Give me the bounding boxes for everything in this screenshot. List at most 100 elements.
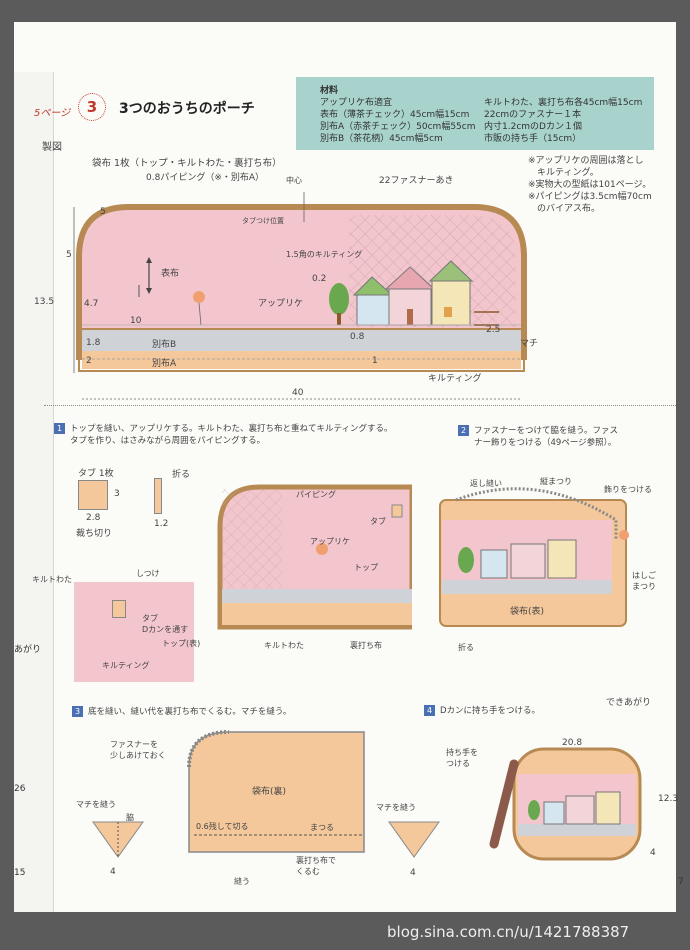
dim-5-side: 5: [66, 250, 72, 260]
step-3-bag-illustration: [187, 730, 365, 853]
waki-label: 脇: [126, 813, 134, 822]
kurumu-label: 裏打ち布で くるむ: [296, 856, 336, 876]
step-3-text: 底を縫い、縫い代を裏打ち布でくるむ。マチを縫う。: [88, 707, 292, 717]
step-2-text: ファスナーをつけて脇を縫う。ファス: [474, 426, 618, 436]
matsuru-label: まつる: [310, 823, 334, 832]
materials-heading: 材料: [320, 86, 339, 96]
tate-matsuri-label: 縦まつり: [540, 477, 572, 486]
nuu-label: 縫う: [234, 877, 250, 886]
material-item: 市販の持ち手（15cm）: [484, 134, 582, 144]
fukuro-omote-label: 袋布(表): [510, 607, 545, 617]
applique-label-step1: アップリケ: [310, 537, 350, 546]
step-2-badge: 2: [458, 425, 469, 436]
piping-label-step1: パイピング: [296, 490, 336, 499]
step-3-badge: 3: [72, 706, 83, 717]
fold-label-step2: 折る: [458, 643, 474, 652]
dim-13-5: 13.5: [34, 297, 55, 307]
cut-label: 0.6残して切る: [196, 822, 249, 831]
quilting-label-step1: キルティング: [102, 661, 150, 670]
materials-box: 材料 アップリケ布適宜 表布（薄茶チェック）45cm幅15cm 別布A（赤茶チェ…: [296, 77, 654, 150]
dim-4-7: 4.7: [84, 299, 99, 309]
footer-url: blog.sina.com.cn/u/1421788387: [387, 923, 630, 941]
step-1-bag-illustration: [217, 484, 412, 630]
tab-label-small: タブ: [142, 614, 158, 623]
dim-12-3: 12.3: [658, 794, 679, 804]
material-item: 内寸1.2cmのDカン１個: [484, 122, 582, 132]
tab-on-top: [112, 600, 126, 618]
dim-2: 2: [86, 356, 92, 366]
left-page-agari: あがり: [14, 645, 42, 655]
handle-label: 持ち手を つける: [446, 748, 478, 768]
quilting-grid-label: 1.5角のキルティング: [286, 250, 363, 259]
uratsuke-label: 裏打ち布: [350, 641, 382, 650]
material-item: 別布A（赤茶チェック）50cm幅55cm: [320, 122, 476, 132]
dim-0-2: 0.2: [312, 274, 327, 284]
omote-label: 表布: [161, 269, 180, 279]
top-omote-label: トップ(表): [162, 639, 201, 648]
fukuro-ura-label: 袋布(裏): [252, 787, 287, 797]
left-page-15: 15: [14, 868, 26, 878]
dim-2-5: 2.5: [486, 325, 501, 335]
dim-2-8: 2.8: [86, 513, 101, 523]
piping-label: 0.8パイピング（※・別布A）: [146, 173, 265, 183]
step-1-text: タブを作り、はさみながら周囲をパイピングする。: [70, 436, 266, 446]
dim-3: 3: [114, 489, 120, 499]
tab-attach-illustration: [74, 582, 194, 682]
page-number: 7: [678, 877, 684, 887]
page-title: 3つのおうちのポーチ: [119, 101, 255, 117]
book-page: 5ページ 3 3つのおうちのポーチ 材料 アップリケ布適宜 表布（薄茶チェック）…: [14, 22, 684, 912]
project-number-badge: 3: [78, 93, 106, 121]
kaeshi-label: 返し縫い: [470, 479, 502, 488]
dim-40: 40: [292, 388, 304, 398]
cut-off-label: 裁ち切り: [76, 529, 113, 539]
step-4-text: Dカンに持ち手をつける。: [440, 706, 541, 716]
left-page-26: 26: [14, 784, 26, 794]
step-2-text: ナー飾りをつける（49ページ参照）。: [474, 438, 617, 448]
zipper-opening-label: 22ファスナーあき: [379, 176, 454, 186]
tab-label-step1: タブ: [370, 517, 386, 526]
note-line: のバイアス布。: [528, 204, 601, 214]
dim-4-right: 4: [410, 868, 416, 878]
betsu-b-label: 別布B: [152, 340, 177, 350]
left-page-edge: [14, 72, 54, 912]
material-item: 別布B（茶花柄）45cm幅5cm: [320, 134, 443, 144]
quilting-label: キルティング: [428, 374, 482, 384]
note-line: ※アップリケの周囲は落とし: [528, 156, 644, 166]
dim-20-8: 20.8: [562, 738, 583, 748]
dim-1: 1: [372, 356, 378, 366]
dim-4-step4: 4: [650, 848, 656, 858]
dim-10: 10: [130, 316, 142, 326]
tab-label: タブ 1枚: [78, 469, 114, 479]
tab-position-label: タブつけ位置: [242, 217, 284, 225]
shitsuke-label: しつけ: [136, 569, 160, 578]
dim-5-top: 5: [100, 207, 106, 217]
note-line: ※実物大の型紙は101ページ。: [528, 180, 652, 190]
step-1-badge: 1: [54, 423, 65, 434]
center-label: 中心: [286, 176, 302, 185]
machi-right-label: マチを縫う: [376, 803, 416, 812]
dim-0-8: 0.8: [350, 332, 365, 342]
betsu-a-label: 別布A: [152, 359, 177, 369]
finished-pouch-illustration: [489, 747, 642, 861]
tab-folded: [154, 478, 162, 514]
step-4-badge: 4: [424, 705, 435, 716]
tab-piece: [78, 480, 108, 510]
material-item: 表布（薄茶チェック）45cm幅15cm: [320, 110, 470, 120]
note-line: キルティング。: [528, 168, 599, 178]
diagram-caption: 袋布 1枚（トップ・キルトわた・裏打ち布）: [92, 158, 282, 169]
hashigo-label: はしご まつり: [632, 571, 656, 591]
machi-left-illustration: [92, 821, 144, 858]
top-label: トップ: [354, 563, 378, 572]
machi-right-illustration: [388, 821, 440, 858]
fastener-open-label: ファスナーを 少しあけておく: [110, 740, 166, 760]
material-item: キルトわた、裏打ち布各45cm幅15cm: [484, 98, 643, 108]
step-1-text: トップを縫い、アップリケする。キルトわた、裏打ち布と重ねてキルティングする。: [70, 424, 393, 434]
quilt-wata-label-2: キルトわた: [264, 641, 304, 650]
done-label: できあがり: [606, 698, 652, 708]
quilt-wata-label: キルトわた: [32, 575, 72, 584]
machi-left-label: マチを縫う: [76, 800, 116, 809]
kazari-label: 飾りをつける: [604, 485, 652, 494]
section-divider: [44, 405, 676, 406]
dim-1-2: 1.2: [154, 519, 169, 529]
applique-label: アップリケ: [258, 299, 304, 309]
